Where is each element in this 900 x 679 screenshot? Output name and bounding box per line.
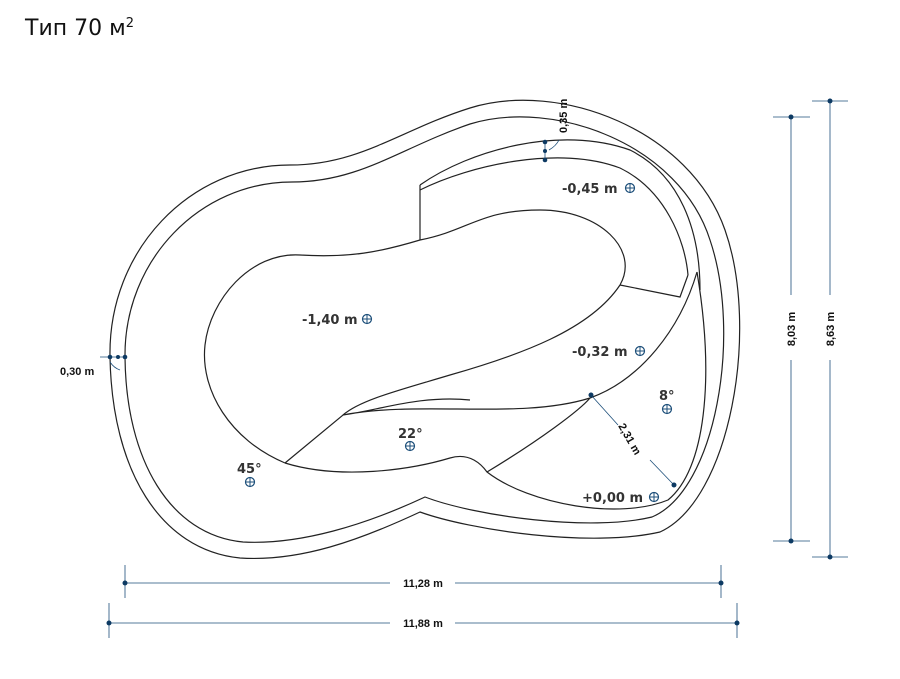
level-mid-label: -0,32 m (572, 345, 628, 360)
height-outer-dimension (812, 98, 848, 560)
width-inner-label: 11,28 m (403, 578, 443, 590)
step-width-dimension (588, 392, 677, 488)
angle-22-label: 22° (398, 427, 423, 442)
level-upper-label: -0,45 m (562, 182, 618, 197)
level-entry-marker-icon (648, 491, 660, 503)
level-mid-marker-icon (634, 345, 646, 357)
pool-outer-rim (109, 99, 741, 560)
level-deep-label: -1,40 m (302, 313, 358, 328)
bench-upper-outer (419, 139, 701, 291)
step-width-label: 2,31 m (615, 422, 643, 458)
pool-inner-rim (124, 116, 725, 543)
angle-8-marker-icon (661, 403, 673, 415)
title-superscript: 2 (125, 16, 134, 31)
angle-22-marker-icon (404, 440, 416, 452)
height-inner-label: 8,03 m (786, 312, 798, 346)
bench-step-wall (419, 185, 689, 298)
angle-8-label: 8° (659, 389, 675, 404)
bench-upper-inner (419, 157, 689, 276)
angle-45-marker-icon (244, 476, 256, 488)
deep-area (203, 239, 421, 464)
wall-left-label: 0,30 m (60, 366, 94, 378)
height-outer-label: 8,63 m (825, 312, 837, 346)
page-title: Тип 70 м2 (25, 16, 134, 41)
height-inner-dimension (773, 114, 810, 544)
ramp-bottom (284, 271, 707, 510)
width-inner-dimension (122, 565, 724, 598)
wall-top-label: 0,35 m (558, 99, 570, 133)
level-upper-marker-icon (624, 182, 636, 194)
wall-left-dimension (100, 354, 128, 371)
width-outer-label: 11,88 m (403, 618, 443, 630)
angle-45-label: 45° (237, 462, 262, 477)
level-deep-marker-icon (361, 313, 373, 325)
title-text: Тип 70 м (25, 16, 126, 41)
width-outer-dimension (106, 603, 740, 638)
wall-top-dimension (542, 139, 560, 163)
level-entry-label: +0,00 m (582, 491, 643, 506)
bench-step-front (419, 209, 626, 286)
deep-to-mid (342, 284, 621, 416)
ramp-lines (284, 271, 698, 473)
